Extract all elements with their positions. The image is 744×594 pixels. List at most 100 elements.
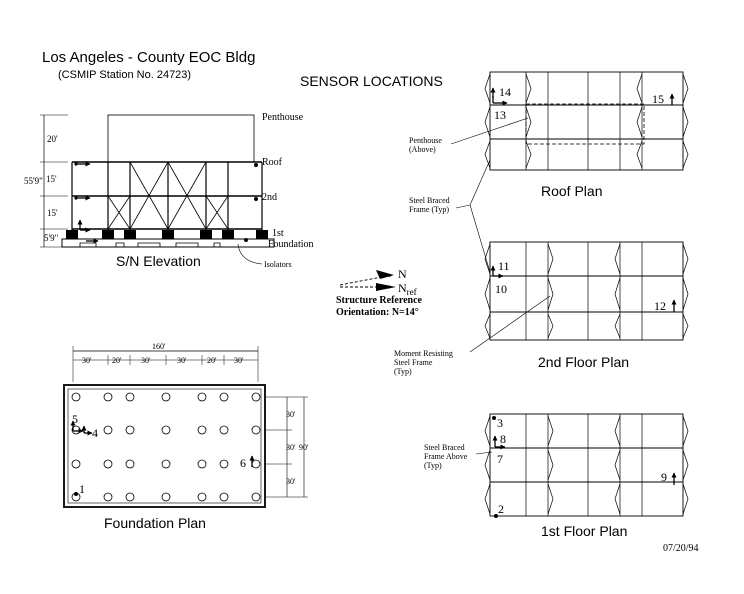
drawing-date: 07/20/94 bbox=[663, 543, 699, 554]
moment-frame-note-3: (Typ) bbox=[394, 367, 412, 376]
penthouse-above-note-2: (Above) bbox=[409, 145, 436, 154]
foundation-plan: 160' 30' 20' 30' 30' 20' 30' 30' 30' 30'… bbox=[63, 342, 309, 531]
column-marker bbox=[197, 392, 207, 402]
penthouse-above-note-1: Penthouse bbox=[409, 136, 442, 145]
braced-frame-kink bbox=[682, 449, 689, 481]
sensor-4-label: 4 bbox=[92, 426, 98, 440]
braced-frame-kink bbox=[614, 313, 621, 339]
column-marker bbox=[219, 492, 229, 502]
sensor-2-label: 2 bbox=[498, 502, 504, 516]
sensor-12-label: 12 bbox=[654, 299, 666, 313]
braced-frame-kink bbox=[547, 277, 554, 311]
braced-frame-kink bbox=[614, 415, 621, 447]
braced-frame-kink bbox=[614, 449, 621, 481]
plan-outline bbox=[489, 241, 684, 341]
braced-frame-kink bbox=[614, 277, 621, 311]
dim-5-9: 5'9" bbox=[44, 233, 59, 243]
sensor-3-label: 3 bbox=[497, 416, 503, 430]
column-marker bbox=[161, 492, 171, 502]
roof-plan: 14 13 15 Penthouse (Above) Roof Plan Ste… bbox=[409, 71, 689, 273]
column-marker bbox=[71, 459, 81, 469]
braced-frame-kink bbox=[547, 483, 554, 515]
braced-frame-kink bbox=[614, 483, 621, 515]
column-marker bbox=[103, 459, 113, 469]
foundation-total-height: 90' bbox=[299, 443, 309, 452]
moment-frame-note-1: Moment Resisting bbox=[394, 349, 453, 358]
sensor-1-label: 1 bbox=[79, 482, 85, 496]
col-dim-6: 30' bbox=[234, 356, 244, 365]
braced-frame-kink bbox=[484, 277, 491, 311]
orientation-line-2: Orientation: N=14° bbox=[336, 307, 419, 318]
dim-total-height: 55'9" bbox=[24, 176, 43, 186]
braced-frame-kink bbox=[484, 449, 491, 481]
sensor-6-label: 6 bbox=[240, 456, 246, 470]
braced-frame-kink bbox=[682, 243, 689, 275]
second-floor-label: 2nd bbox=[262, 192, 277, 203]
braced-frame-kink bbox=[682, 313, 689, 339]
column-marker bbox=[219, 425, 229, 435]
column-marker bbox=[125, 392, 135, 402]
first-braced-note-1: Steel Braced bbox=[424, 443, 465, 452]
column-marker bbox=[251, 459, 261, 469]
column-marker bbox=[161, 459, 171, 469]
col-dim-4: 30' bbox=[177, 356, 187, 365]
col-dim-3: 30' bbox=[141, 356, 151, 365]
station-number: (CSMIP Station No. 24723) bbox=[58, 69, 191, 81]
row-dim-2: 30' bbox=[286, 443, 296, 452]
first-floor-label: 1st bbox=[272, 228, 284, 239]
braced-frame-kink bbox=[682, 483, 689, 515]
second-floor-plan: 11 10 12 Moment Resisting Steel Frame (T… bbox=[394, 241, 689, 376]
building-title: Los Angeles - County EOC Bldg bbox=[42, 49, 255, 66]
braced-frame-kink bbox=[484, 73, 491, 104]
sensor-8-label: 8 bbox=[500, 432, 506, 446]
nref-label: Nref bbox=[398, 281, 417, 297]
column-marker bbox=[125, 425, 135, 435]
braced-frame-kink bbox=[484, 483, 491, 515]
sensor-15-label: 15 bbox=[652, 92, 664, 106]
braced-frame-kink bbox=[682, 140, 689, 169]
braced-frame-kink bbox=[636, 106, 643, 138]
braced-frame-kink bbox=[636, 140, 643, 169]
column-marker bbox=[251, 492, 261, 502]
dim-15-lower: 15' bbox=[47, 208, 58, 218]
column-marker bbox=[161, 392, 171, 402]
braced-frame-kink bbox=[682, 73, 689, 104]
first-plan-caption: 1st Floor Plan bbox=[541, 523, 627, 539]
roof-label: Roof bbox=[262, 157, 283, 168]
foundation-label: Foundation bbox=[268, 239, 314, 250]
column-marker bbox=[103, 492, 113, 502]
first-floor-plan: 3 8 7 9 2 Steel Braced Frame Above (Typ)… bbox=[424, 413, 689, 539]
first-braced-note-2: Frame Above bbox=[424, 452, 468, 461]
sensor-13-label: 13 bbox=[494, 108, 506, 122]
braced-frame-note-1: Steel Braced bbox=[409, 196, 450, 205]
column-marker bbox=[71, 392, 81, 402]
sensor-7-label: 7 bbox=[497, 452, 503, 466]
braced-frame-kink bbox=[525, 140, 532, 169]
sensor-10-label: 10 bbox=[495, 282, 507, 296]
dim-15-upper: 15' bbox=[46, 174, 57, 184]
column-marker bbox=[251, 425, 261, 435]
sensor-14-label: 14 bbox=[499, 85, 511, 99]
column-marker bbox=[103, 425, 113, 435]
braced-frame-kink bbox=[484, 415, 491, 447]
sn-elevation: 20' 15' 15' 5'9" 55'9" Penthouse Roof 2n… bbox=[24, 112, 314, 269]
foundation-plan-caption: Foundation Plan bbox=[104, 515, 206, 531]
row-dim-1: 30' bbox=[286, 410, 296, 419]
braced-frame-kink bbox=[614, 243, 621, 275]
column-marker bbox=[251, 392, 261, 402]
column-marker bbox=[103, 392, 113, 402]
column-marker bbox=[161, 425, 171, 435]
column-marker bbox=[125, 459, 135, 469]
column-marker bbox=[197, 459, 207, 469]
braced-frame-kink bbox=[547, 449, 554, 481]
dim-20: 20' bbox=[47, 134, 58, 144]
col-dim-2: 20' bbox=[112, 356, 122, 365]
braced-frame-kink bbox=[525, 106, 532, 138]
braced-frame-kink bbox=[682, 415, 689, 447]
braced-frame-kink bbox=[484, 313, 491, 339]
first-braced-note-3: (Typ) bbox=[424, 461, 442, 470]
sensor-locations-heading: SENSOR LOCATIONS bbox=[300, 73, 443, 89]
braced-frame-kink bbox=[525, 73, 532, 104]
orientation-indicator: N Nref Structure Reference Orientation: … bbox=[336, 267, 423, 318]
